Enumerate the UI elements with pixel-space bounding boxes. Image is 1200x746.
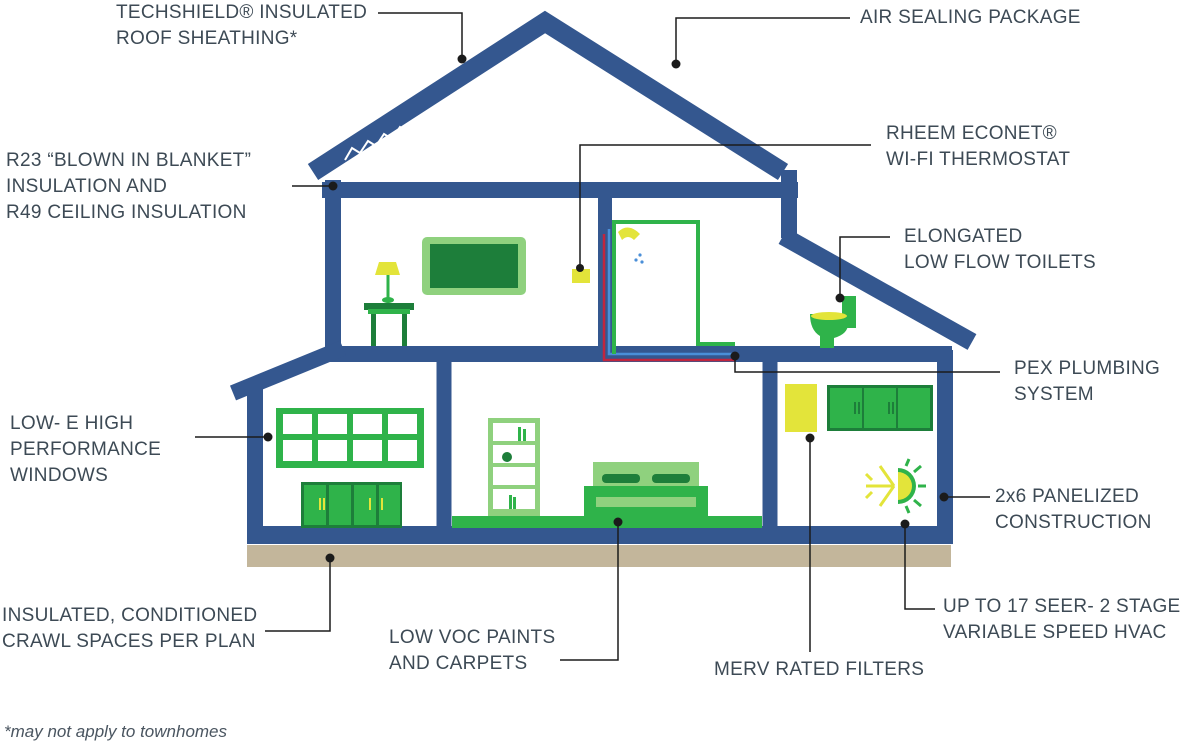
house-structure [229,10,977,544]
footnote: *may not apply to townhomes [4,722,228,741]
thermostat-icon [572,269,590,283]
leader-dots [263,54,949,563]
wall-cabinet-icon [827,385,933,431]
label-roof-sheathing: TECHSHIELD® INSULATED ROOF SHEATHING* [116,2,368,49]
label-insulation: R23 “BLOWN IN BLANKET” INSULATION AND R4… [6,150,252,223]
label-merv: MERV RATED FILTERS [714,659,925,680]
label-air-sealing: AIR SEALING PACKAGE [860,7,1081,28]
label-hvac: UP TO 17 SEER- 2 STAGE VARIABLE SPEED HV… [943,596,1181,643]
window-icon [276,408,424,468]
label-crawl: INSULATED, CONDITIONED CRAWL SPACES PER … [2,605,258,652]
label-panelized: 2x6 PANELIZED CONSTRUCTION [995,486,1152,533]
bookshelf-icon [488,418,540,516]
toilet-icon [810,296,856,348]
table-lamp-icon [364,262,414,346]
label-thermostat: RHEEM ECONET® WI-FI THERMOSTAT [886,123,1071,170]
bed-icon [584,462,708,518]
hvac-sun-snow-icon [864,458,926,514]
carpet [452,516,762,528]
label-pex: PEX PLUMBING SYSTEM [1014,358,1161,405]
cabinet-icon [301,482,402,528]
crawl-space-ground [247,545,951,567]
label-toilets: ELONGATED LOW FLOW TOILETS [904,226,1097,273]
tv-icon [422,237,526,295]
leader-lines [195,12,1000,661]
label-voc: LOW VOC PAINTS AND CARPETS [389,627,556,674]
filter-icon [785,384,817,432]
shower-icon [602,220,735,362]
label-windows: LOW- E HIGH PERFORMANCE WINDOWS [10,413,162,486]
roof-insulation-zigzag-icon [344,55,557,161]
